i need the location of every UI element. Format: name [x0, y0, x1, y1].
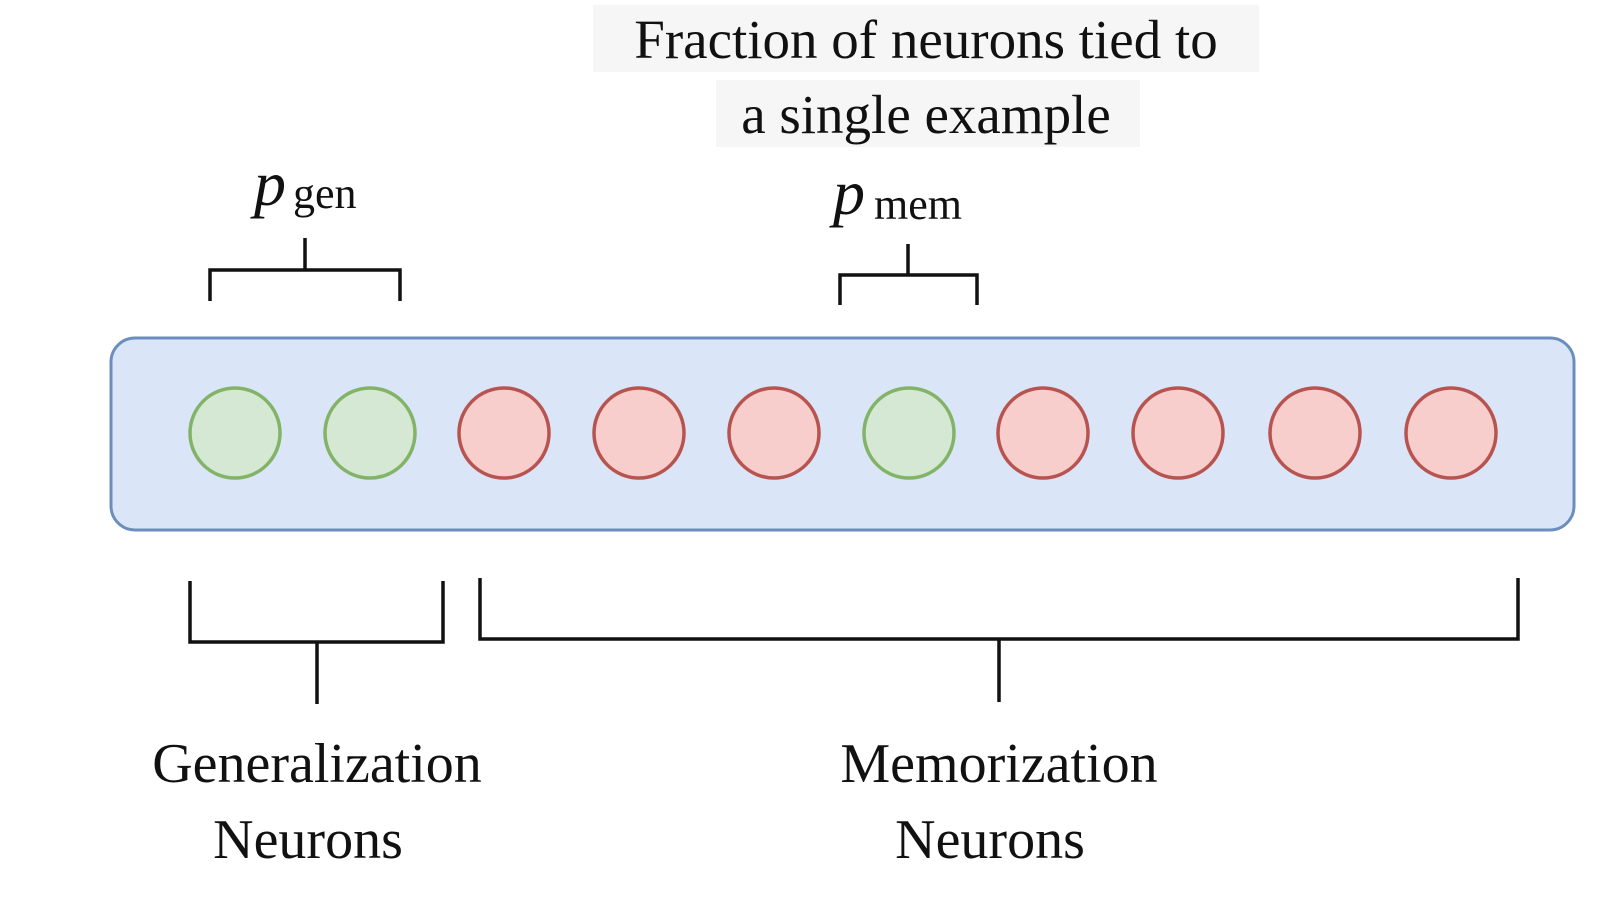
memorization-neuron: [1268, 386, 1362, 480]
p-gen-subscript: gen: [293, 169, 357, 218]
memorization-label-line2: Neurons: [895, 809, 1085, 871]
generalization-neuron: [188, 386, 282, 480]
p-mem-symbol: p: [829, 157, 865, 228]
title-line1: Fraction of neurons tied to: [634, 9, 1218, 70]
memorization-neuron: [457, 386, 551, 480]
generalization-neuron: [862, 386, 956, 480]
generalization-label-line2: Neurons: [213, 809, 403, 871]
generalization-label-line1: Generalization: [152, 733, 482, 795]
generalization-neuron: [323, 386, 417, 480]
title-line2-background: [716, 80, 1140, 147]
p-mem-subscript: mem: [874, 180, 962, 229]
title-line1-background: [593, 5, 1259, 72]
memorization-neuron: [1404, 386, 1498, 480]
memorization-neuron: [727, 386, 821, 480]
neuron-row: [188, 386, 1498, 480]
p-mem-bracket: [838, 244, 979, 305]
p-gen-bracket: [208, 238, 402, 301]
generalization-bracket: [188, 581, 445, 704]
p-gen-symbol: p: [250, 148, 286, 219]
memorization-neuron: [996, 386, 1090, 480]
memorization-bracket: [478, 578, 1520, 702]
memorization-neuron: [592, 386, 686, 480]
memorization-neuron: [1131, 386, 1225, 480]
title-line2: a single example: [741, 84, 1111, 145]
hidden-layer-box: [109, 336, 1576, 532]
memorization-label-line1: Memorization: [840, 733, 1157, 795]
